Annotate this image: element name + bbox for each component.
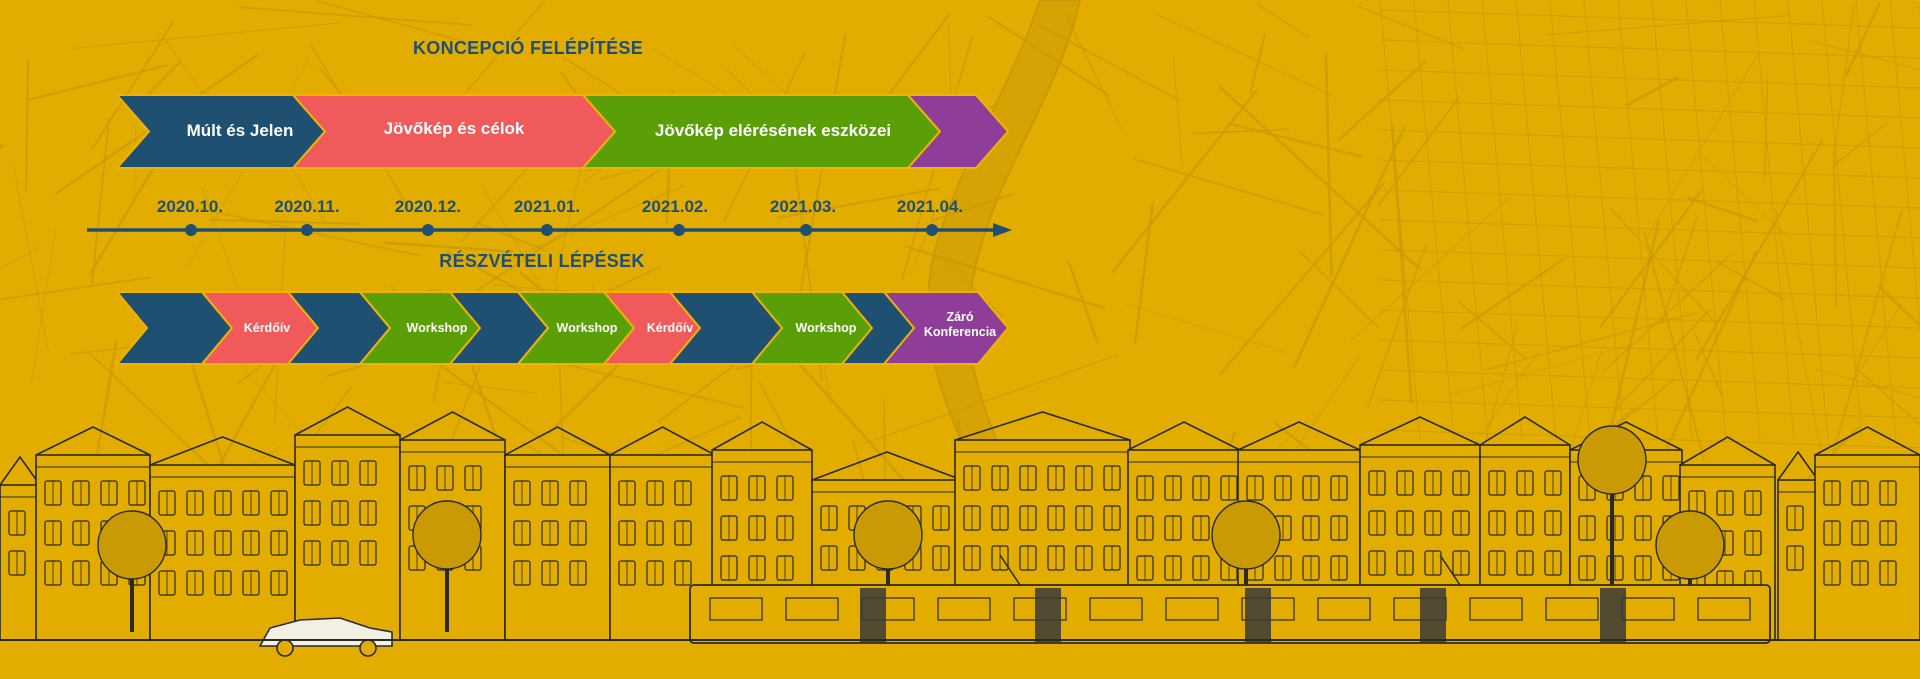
timeline-dot: [422, 224, 434, 236]
concept-title: KONCEPCIÓ FELÉPÍTÉSE: [413, 37, 643, 58]
participation-step-label: Workshop: [796, 321, 857, 335]
participation-step-label: Workshop: [407, 321, 468, 335]
timeline-dot: [673, 224, 685, 236]
timeline-date-label: 2021.01.: [514, 197, 580, 216]
timeline-date-label: 2020.11.: [274, 197, 339, 216]
participation-step-label: Workshop: [557, 321, 618, 335]
participation-step-chevron: [883, 291, 1009, 365]
participation-title: RÉSZVÉTELI LÉPÉSEK: [439, 250, 644, 271]
concept-phase-chevron: [907, 94, 1009, 169]
concept-phase-label: Múlt és Jelen: [187, 121, 294, 140]
timeline-axis: 2020.10. 2020.11. 2020.12. 2021.01. 2021.02.…: [87, 197, 1012, 237]
concept-phase-label: Jövőkép és célok: [384, 119, 525, 138]
timeline-dot: [185, 224, 197, 236]
participation-step-label: Kérdőív: [647, 321, 694, 335]
timeline-dot: [301, 224, 313, 236]
timeline-dot: [800, 224, 812, 236]
participation-step-row: Kérdőív Workshop Workshop Kérdőív Workshop Zá…: [116, 291, 1009, 365]
timeline-date-label: 2021.02.: [642, 197, 708, 216]
timeline-date-label: 2020.12.: [395, 197, 461, 216]
concept-phase-row: Múlt és Jelen Jövőkép és célok Jövőkép elé…: [116, 94, 1009, 169]
participation-step-label: Kérdőív: [244, 321, 291, 335]
timeline-dot: [541, 224, 553, 236]
timeline-arrow-icon: [993, 223, 1012, 237]
timeline-date-label: 2020.10.: [157, 197, 223, 216]
timeline-dot: [926, 224, 938, 236]
timeline-date-label: 2021.04.: [897, 197, 963, 216]
timeline-date-label: 2021.03.: [770, 197, 836, 216]
concept-phase-label: Jövőkép elérésének eszközei: [655, 121, 891, 140]
